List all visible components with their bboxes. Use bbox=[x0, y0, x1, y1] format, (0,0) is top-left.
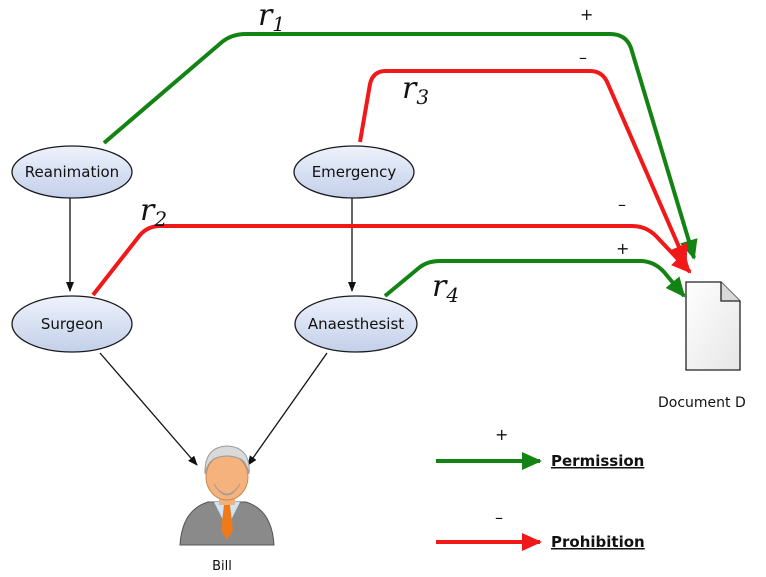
role-node-surgeon[interactable]: Surgeon bbox=[11, 295, 133, 353]
document-node[interactable]: Document D bbox=[658, 281, 746, 411]
user-bill[interactable]: Bill bbox=[179, 445, 275, 574]
rule-r4-edge bbox=[383, 259, 686, 298]
rule-r4-label: r4 bbox=[432, 269, 459, 307]
rule-r1-edge bbox=[102, 32, 698, 260]
document-icon bbox=[685, 281, 741, 371]
role-node-emergency[interactable]: Emergency bbox=[293, 145, 415, 199]
role-node-anaesthesist[interactable]: Anaesthesist bbox=[294, 295, 418, 353]
role-node-label: Emergency bbox=[312, 163, 397, 181]
edge-anaesthesist-bill bbox=[247, 352, 328, 466]
rule-r2-edge bbox=[91, 224, 692, 297]
edge-surgeon-bill bbox=[99, 352, 198, 466]
rule-r2-sign: – bbox=[618, 195, 626, 214]
rule-r3-sign: – bbox=[579, 48, 587, 67]
rule-edges bbox=[91, 32, 698, 298]
legend: + Permission – Prohibition bbox=[436, 425, 645, 551]
rule-r1-sign: + bbox=[580, 5, 593, 24]
role-node-label: Surgeon bbox=[41, 315, 103, 333]
legend-permission-label: Permission bbox=[551, 452, 644, 470]
legend-prohibition-label: Prohibition bbox=[551, 533, 645, 551]
document-label: Document D bbox=[658, 395, 746, 411]
person-icon bbox=[179, 445, 275, 546]
legend-prohibition-sign: – bbox=[495, 508, 503, 527]
rule-r3-label: r3 bbox=[402, 71, 429, 109]
legend-item-prohibition: – Prohibition bbox=[436, 508, 645, 551]
role-node-label: Reanimation bbox=[25, 163, 119, 181]
rule-labels: r1 + r3 – r2 – r4 + bbox=[140, 0, 629, 307]
rule-r2-label: r2 bbox=[140, 193, 167, 231]
user-label: Bill bbox=[212, 559, 232, 574]
role-node-reanimation[interactable]: Reanimation bbox=[11, 145, 133, 199]
legend-item-permission: + Permission bbox=[436, 425, 644, 470]
rule-r1-label: r1 bbox=[258, 0, 285, 36]
rule-r4-sign: + bbox=[616, 239, 629, 258]
rule-r3-edge bbox=[358, 69, 688, 265]
legend-permission-sign: + bbox=[495, 425, 508, 444]
role-node-label: Anaesthesist bbox=[308, 315, 404, 333]
hierarchy-edges bbox=[66, 198, 356, 466]
